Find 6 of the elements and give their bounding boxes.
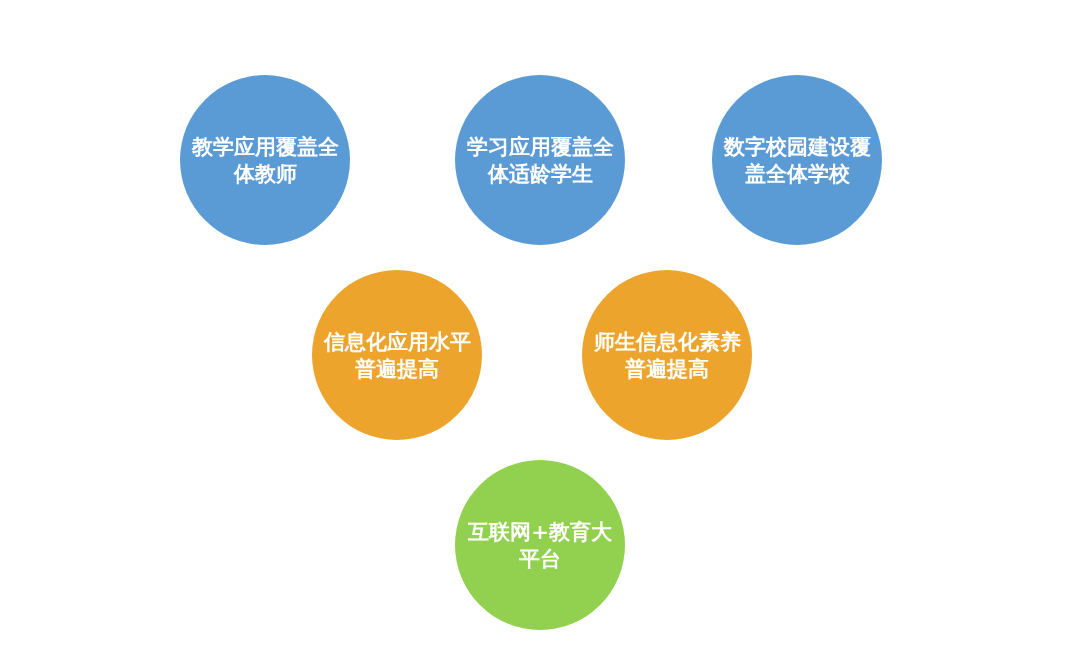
node-label: 互联网+教育大平台 [467, 517, 613, 573]
node-label: 信息化应用水平普遍提高 [322, 327, 472, 383]
node-label: 教学应用覆盖全体教师 [190, 132, 340, 188]
node-label: 数字校园建设覆盖全体学校 [722, 132, 872, 188]
node-label: 学习应用覆盖全体适龄学生 [465, 132, 615, 188]
node-label: 师生信息化素养普遍提高 [592, 327, 742, 383]
